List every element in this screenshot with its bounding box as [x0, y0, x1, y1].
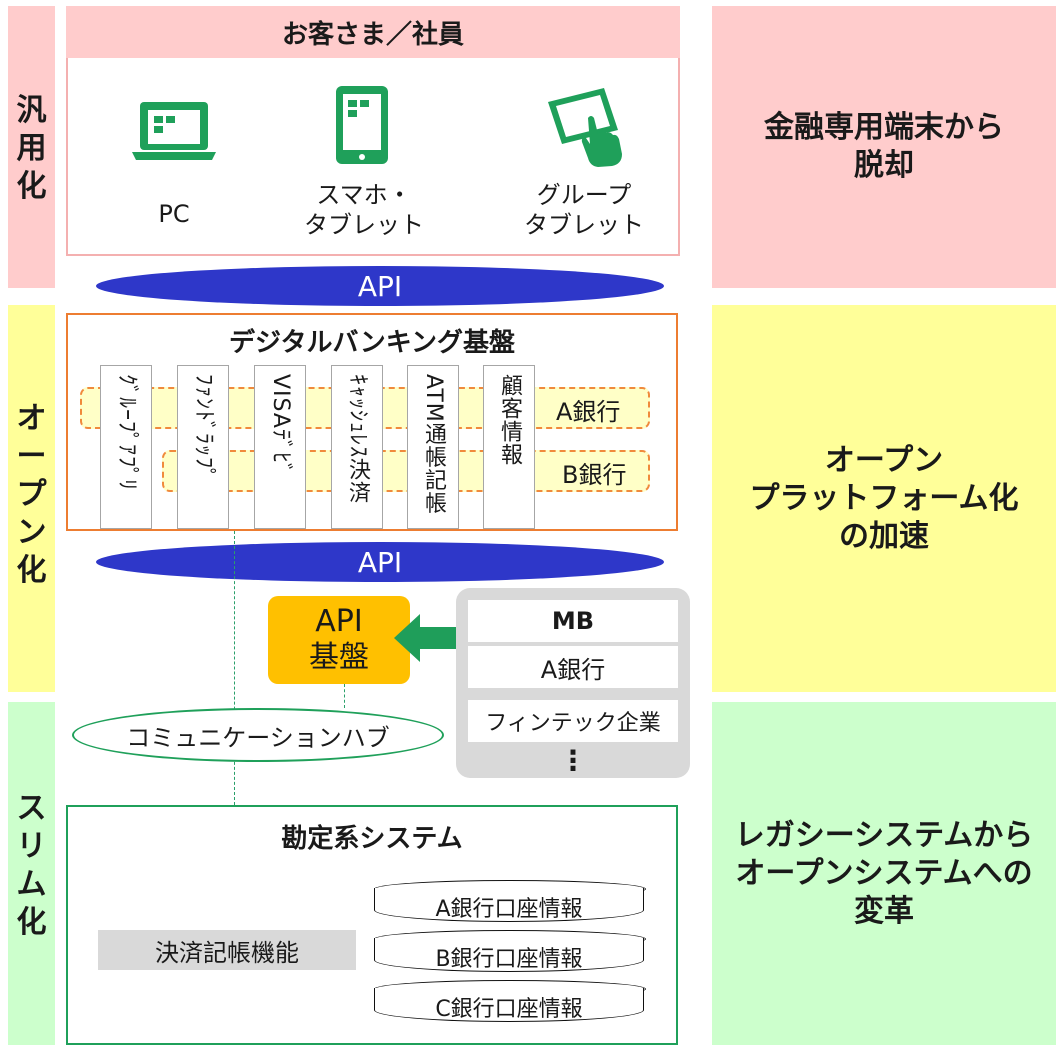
- device-label-smartphone: スマホ・ タブレット: [304, 181, 424, 239]
- column-group-app: ｸﾞﾙｰﾌﾟｱﾌﾟﾘ: [100, 365, 152, 529]
- right-text-generalization: 金融専用端末から 脱却: [764, 110, 1004, 183]
- column-fund-wrap: ﾌｧﾝﾄﾞﾗｯﾌﾟ: [177, 365, 229, 529]
- mb-fintech: フィンテック企業: [468, 700, 678, 742]
- api-platform-box: API 基盤: [268, 596, 410, 684]
- database-a: A銀行口座情報: [374, 880, 646, 924]
- connector-line-api-hub: [344, 684, 345, 708]
- database-c: C銀行口座情報: [374, 980, 646, 1024]
- device-label-pc: PC: [158, 200, 190, 228]
- label-open: オ ー プ ン 化: [16, 401, 47, 588]
- band-generalization-left: [8, 6, 55, 288]
- api-platform-line2: 基盤: [309, 640, 369, 675]
- laptop-icon: [130, 100, 218, 162]
- band-slim-right: [712, 702, 1056, 1045]
- mb-bank: A銀行: [468, 646, 678, 688]
- bank-row-b-label: B銀行: [562, 461, 627, 489]
- api-ellipse-mid: API: [96, 542, 664, 582]
- bank-row-a-label: A銀行: [556, 398, 621, 426]
- database-b: B銀行口座情報: [374, 930, 646, 974]
- band-open-left: [8, 305, 55, 692]
- column-visa-debit: VISAﾃﾞﾋﾞ: [254, 365, 306, 529]
- api-platform-line1: API: [315, 604, 363, 639]
- mb-more: ⋮: [559, 744, 587, 777]
- label-generalization: 汎 用 化: [16, 93, 47, 204]
- customers-header: お客さま／社員: [66, 6, 680, 58]
- bank-row-b: [162, 450, 650, 492]
- label-slim: ス リ ム 化: [16, 791, 47, 940]
- digital-platform-title: デジタルバンキング基盤: [228, 328, 515, 358]
- settlement-function: 決済記帳機能: [98, 930, 356, 970]
- column-cashless-payment: ｷｬｯｼｭﾚｽ決済: [331, 365, 383, 529]
- column-customer-info: 顧客情報: [483, 365, 535, 529]
- core-system-title: 勘定系システム: [281, 824, 463, 854]
- band-slim-left: [8, 702, 55, 1045]
- customers-title: お客さま／社員: [281, 19, 464, 50]
- tablet-touch-icon: [544, 84, 632, 168]
- band-generalization-right: [712, 6, 1056, 288]
- right-text-slim: レガシーシステムから オープンシステムへの 変革: [734, 817, 1034, 929]
- smartphone-icon: [334, 84, 390, 166]
- connector-line-vertical: [234, 531, 235, 805]
- column-atm-passbook: ATM通帳記帳: [407, 365, 459, 529]
- device-label-group-tablet: グループ タブレット: [524, 181, 644, 239]
- mb-title: MB: [468, 600, 678, 642]
- communication-hub: コミュニケーションハブ: [72, 708, 444, 762]
- band-open-right: [712, 305, 1056, 692]
- api-ellipse-top: API: [96, 266, 664, 306]
- right-text-open: オープン プラットフォーム化 の加速: [749, 442, 1019, 554]
